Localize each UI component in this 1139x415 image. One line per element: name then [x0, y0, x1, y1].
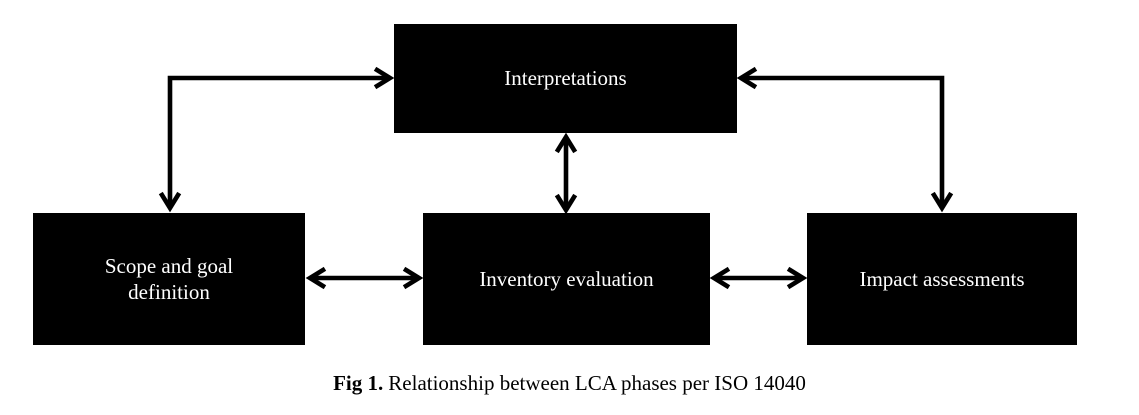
figure-caption: Fig 1.Relationship between LCA phases pe… — [0, 371, 1139, 396]
box-scope-and-goal-definition: Scope and goal definition — [33, 213, 305, 345]
arrow-impact-interpretations — [736, 66, 954, 213]
box-interpretations-label: Interpretations — [504, 66, 627, 91]
box-scope-and-goal-definition-label: Scope and goal definition — [104, 253, 234, 304]
box-impact-assessments-label: Impact assessments — [859, 266, 1025, 291]
figure-caption-number: Fig 1. — [333, 371, 384, 395]
box-interpretations: Interpretations — [394, 24, 737, 133]
arrow-scope-interpretations — [158, 66, 395, 213]
figure-caption-text: Relationship between LCA phases per ISO … — [388, 371, 806, 395]
box-inventory-evaluation-label: Inventory evaluation — [479, 266, 654, 291]
box-impact-assessments: Impact assessments — [807, 213, 1077, 345]
box-inventory-evaluation: Inventory evaluation — [423, 213, 710, 345]
